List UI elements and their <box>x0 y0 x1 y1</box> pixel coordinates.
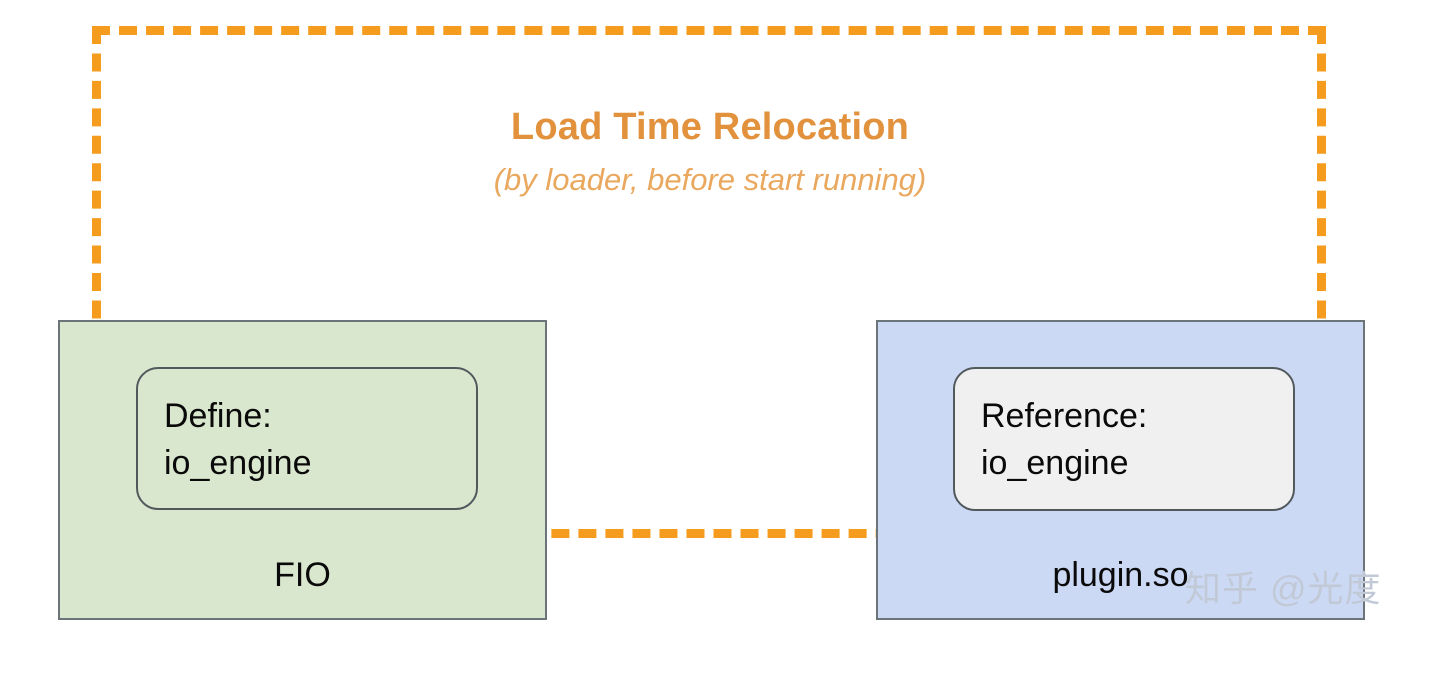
symbol-kind-label: Reference: <box>981 397 1148 435</box>
watermark: 知乎 @光度 <box>1185 568 1382 609</box>
page-title: Load Time Relocation <box>510 106 910 148</box>
module-panel-plugin: Reference: io_engine plugin.so <box>876 320 1365 620</box>
module-panel-fio: Define: io_engine FIO <box>58 320 547 620</box>
module-caption-fio: FIO <box>274 556 331 594</box>
symbol-name-label: io_engine <box>164 443 312 482</box>
page-subtitle: (by loader, before start running) <box>493 161 927 197</box>
diagram-title-block: Load Time Relocation (by loader, before … <box>160 105 1260 200</box>
symbol-name-label: io_engine <box>981 443 1129 482</box>
symbol-kind-label: Define: <box>164 397 272 435</box>
symbol-box-define: Define: io_engine <box>136 367 478 510</box>
module-caption-plugin: plugin.so <box>1052 556 1189 594</box>
symbol-box-reference: Reference: io_engine <box>953 367 1295 511</box>
